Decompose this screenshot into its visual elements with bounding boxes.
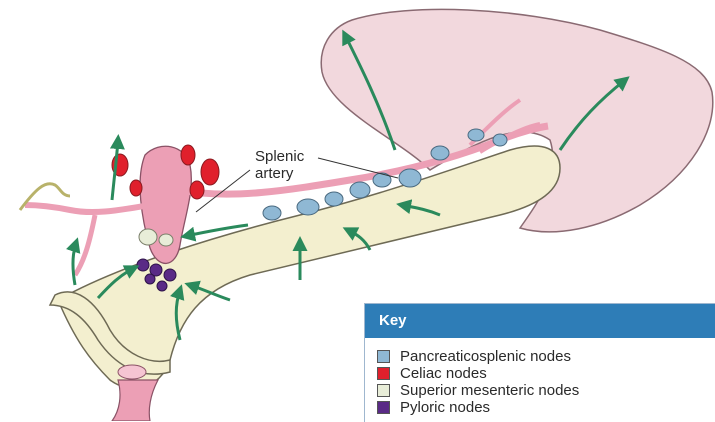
callout-line-1: Splenic bbox=[255, 148, 304, 165]
swatch-superior-mesenteric bbox=[377, 384, 390, 397]
pancreaticosplenic-node bbox=[263, 206, 281, 220]
splenic-artery-label: Splenic artery bbox=[255, 148, 304, 182]
celiac-node bbox=[181, 145, 195, 165]
pancreaticosplenic-node bbox=[493, 134, 507, 146]
swatch-pyloric bbox=[377, 401, 390, 414]
pyloric-node bbox=[137, 259, 149, 271]
key-label: Celiac nodes bbox=[400, 365, 487, 382]
superior-mesenteric-node bbox=[159, 234, 173, 246]
pyloric-node bbox=[157, 281, 167, 291]
key-list: Pancreaticosplenic nodes Celiac nodes Su… bbox=[365, 338, 715, 416]
gastroduodenal-artery bbox=[75, 215, 95, 275]
pancreaticosplenic-node bbox=[297, 199, 319, 215]
swatch-celiac bbox=[377, 367, 390, 380]
swatch-pancreaticosplenic bbox=[377, 350, 390, 363]
pancreaticosplenic-node bbox=[399, 169, 421, 187]
pancreaticosplenic-node bbox=[468, 129, 484, 141]
vessel-cut bbox=[118, 365, 146, 379]
key-title: Key bbox=[365, 304, 715, 338]
pancreaticosplenic-node bbox=[325, 192, 343, 206]
key-item-pyloric: Pyloric nodes bbox=[377, 399, 715, 416]
callout-leader-2 bbox=[318, 158, 398, 178]
pyloric-node bbox=[145, 274, 155, 284]
pancreaticosplenic-node bbox=[431, 146, 449, 160]
key-item-pancreaticosplenic: Pancreaticosplenic nodes bbox=[377, 348, 715, 365]
superior-mesenteric-node bbox=[139, 229, 157, 245]
key-item-celiac: Celiac nodes bbox=[377, 365, 715, 382]
callout-line-2: artery bbox=[255, 165, 304, 182]
celiac-node bbox=[201, 159, 219, 185]
key-panel: Key Pancreaticosplenic nodes Celiac node… bbox=[364, 303, 715, 422]
key-label: Pancreaticosplenic nodes bbox=[400, 348, 571, 365]
key-label: Pyloric nodes bbox=[400, 399, 490, 416]
pancreaticosplenic-node bbox=[350, 182, 370, 198]
key-item-superior-mesenteric: Superior mesenteric nodes bbox=[377, 382, 715, 399]
hepatic-artery bbox=[25, 205, 150, 212]
pyloric-node bbox=[164, 269, 176, 281]
key-label: Superior mesenteric nodes bbox=[400, 382, 579, 399]
celiac-node bbox=[190, 181, 204, 199]
mesenteric-vessel bbox=[112, 380, 158, 421]
drainage-arrow bbox=[73, 243, 76, 285]
celiac-node bbox=[130, 180, 142, 196]
